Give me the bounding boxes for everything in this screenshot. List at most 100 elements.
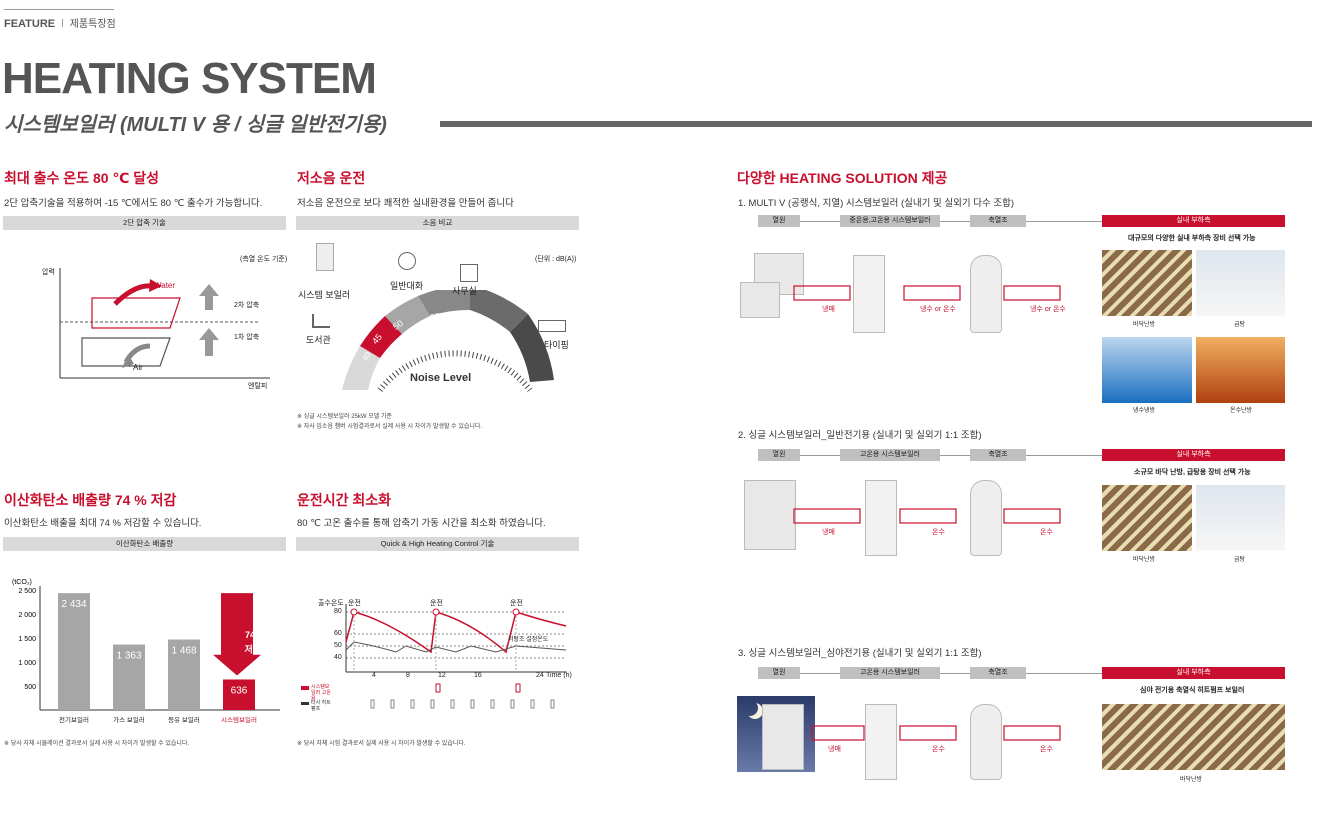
s4-bar: Quick & High Heating Control 기술 [296,537,579,551]
s4-setpoint: 저탕조 설정온도 [508,637,549,643]
feature-label: FEATURE l 제품특장점 [4,18,116,30]
s1-title: 최대 출수 온도 80 ℃ 달성 [4,170,160,186]
sol-title: 다양한 HEATING SOLUTION 제공 [737,170,948,186]
s2-value-55: 55 [429,311,441,323]
r1-outdoor-unit-small [740,282,780,318]
s2-unit: (단위 : dB(A)) [535,256,577,263]
s4-xtick-16: 16 [474,672,482,679]
r2-f2: 온수 [932,529,945,536]
s4-run2: 운전 [430,600,443,607]
moon-icon [742,700,758,716]
r1-f2: 냉수 or 온수 [920,306,956,313]
s4-leg2: 타사 히트펌프 [311,700,331,712]
s3-desc: 이산화탄소 배출을 최대 74 % 저감할 수 있습니다. [4,518,202,529]
office-icon [460,264,478,282]
s2-talk: 일반대화 [390,281,424,291]
co2-ytick: 2 000 [18,612,36,619]
s4-ytick-40: 40 [334,654,342,661]
r2-col-tank: 축열조 [970,449,1026,461]
r2-photo-floor [1102,485,1192,551]
s1-desc: 2단 압축기술을 적용하여 -15 ℃에서도 80 ℃ 출수가 가능합니다. [4,198,263,209]
r1-col-load: 실내 부하측 [1102,215,1285,227]
talk-icon [398,252,416,270]
s1-xlabel: 엔탈피 [248,383,268,390]
row3-heading: 3. 싱글 시스템보일러_심야전기용 (실내기 및 실외기 1:1 조합) [738,648,982,659]
s4-run3: 운전 [510,600,523,607]
s3-title: 이산화탄소 배출량 74 % 저감 [4,492,177,508]
r2-load-text: 소규모 바닥 난방, 급탕용 장비 선택 가능 [1134,469,1251,476]
r3-outdoor-unit [762,704,804,770]
r1-col-tank: 축열조 [970,215,1026,227]
r1-f1: 냉매 [822,306,835,313]
s4-time: Time (h) [546,672,572,679]
co2-bar-label: 2 434 [61,599,86,610]
s4-ylabel: 출수온도 [318,600,344,607]
s2-desc: 저소음 운전으로 보다 쾌적한 실내환경을 만들어 줍니다 [297,198,514,209]
co2-pct: 74% [245,630,263,640]
r1-p1: 바닥난방 [1133,322,1156,328]
co2-bar [223,679,255,710]
r1-col-mid: 중온용,고온용 시스템보일러 [840,215,940,227]
s1-bar: 2단 압축 기술 [3,216,286,230]
s4-ytick-60: 60 [334,630,342,637]
co2-category: 시스템보일러 [221,715,257,724]
s2-title: 저소음 운전 [297,170,366,186]
r2-p2: 급탕 [1234,557,1246,563]
keyboard-icon [538,320,566,332]
r3-load-text: 심야 전기용 축열식 히트펌프 보일러 [1140,687,1245,694]
r2-photo-bath [1196,485,1285,551]
r2-col-load: 실내 부하측 [1102,449,1285,461]
r1-p3: 냉수냉방 [1133,408,1156,414]
noise-gauge [342,290,554,392]
r2-flow [793,508,1061,524]
co2-category: 가스 보일러 [113,715,145,724]
co2-bar-label: 636 [231,685,248,696]
s4-leg1: 시스템보일러 고온용 [311,684,331,702]
s2-boiler: 시스템 보일러 [298,290,351,300]
r1-load-text: 대규모의 다양한 실내 부하측 장비 선택 가능 [1128,235,1256,242]
r3-f3: 온수 [1040,746,1053,753]
co2-bar-label: 1 363 [116,651,141,662]
r1-p4: 온수난방 [1230,408,1253,414]
r2-p1: 바닥난방 [1133,557,1156,563]
s2-bar: 소음 비교 [296,216,579,230]
r1-photo-floor [1102,250,1192,316]
r2-tank [970,480,1002,556]
s1-air: Air [133,363,143,372]
library-icon [312,314,330,328]
s2-office: 사무실 [452,286,477,296]
co2-category: 등유 보일러 [168,715,200,724]
r1-p2: 급탕 [1234,322,1246,328]
co2-ytick: 1 000 [18,660,36,667]
s2-library: 도서관 [306,335,331,345]
r3-tank [970,704,1002,780]
s4-note: ※ 당사 자체 시험 결과로서 실제 사용 시 차이가 발생할 수 있습니다. [297,741,466,747]
r2-indoor-unit [865,480,897,556]
s4-desc: 80 ℃ 고온 출수를 통해 압축기 가동 시간을 최소화 하였습니다. [297,518,546,529]
s2-typing: 타이핑 [544,340,569,350]
row1-heading: 1. MULTI V (공랭식, 지열) 시스템보일러 (실내기 및 실외기 다… [738,198,1015,209]
s1-stage1: 1차 압축 [234,334,260,341]
boiler-icon [316,243,334,271]
title-rule [440,121,1312,127]
s1-stage2: 2차 압축 [234,302,260,309]
r3-f2: 온수 [932,746,945,753]
s1-basis: (측열 온도 기준) [240,256,288,263]
row2-heading: 2. 싱글 시스템보일러_일반전기용 (실내기 및 실외기 1:1 조합) [738,430,982,441]
co2-reduction-arrow [213,593,261,676]
co2-ytick: 1 500 [18,636,36,643]
co2-bar [58,593,90,710]
s2-note1: ※ 싱글 시스템보일러 25kW 모델 기준 [297,414,392,420]
r3-photo-floor [1102,704,1285,770]
r3-col-load: 실내 부하측 [1102,667,1285,679]
s2-center: Noise Level [410,372,472,384]
s1-water: Water [154,281,176,290]
s4-ytick-80: 80 [334,608,342,615]
r2-f1: 냉매 [822,529,835,536]
s4-xtick-4: 4 [372,672,376,679]
s2-note2: ※ 자사 임소음 챔버 시험결과로서 실제 사용 시 차이가 발생할 수 있습니… [297,424,483,430]
r2-col-mid: 고온용 시스템보일러 [840,449,940,461]
r1-photo-cool [1102,337,1192,403]
r3-col-mid: 고온용 시스템보일러 [840,667,940,679]
